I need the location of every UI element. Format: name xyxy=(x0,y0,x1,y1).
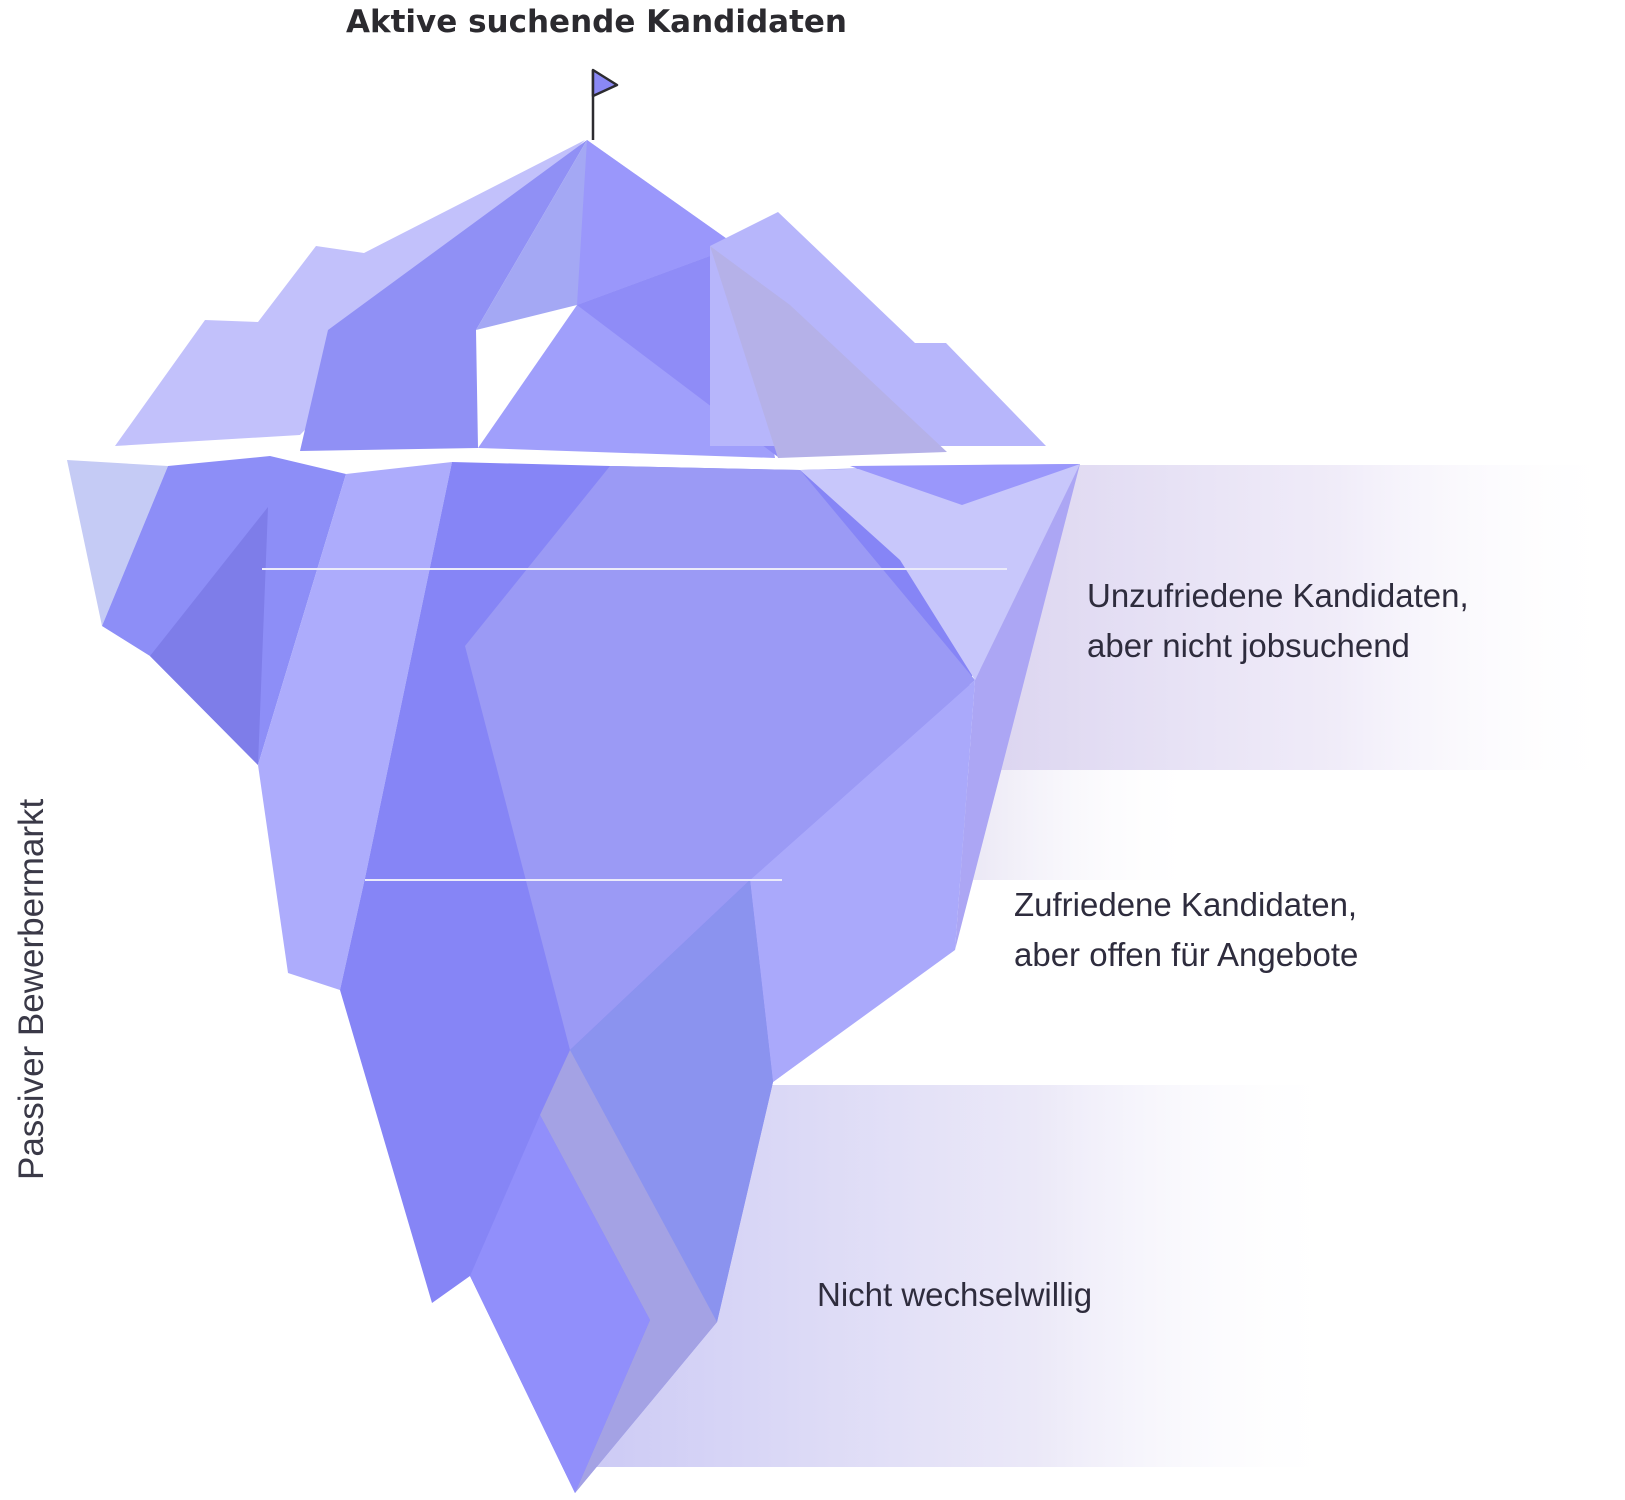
tier-band-1 xyxy=(980,465,1625,770)
tier-band-3 xyxy=(575,1085,1345,1467)
iceberg-tip xyxy=(115,140,1046,458)
tier-label-3: Nicht wechselwillig xyxy=(817,1270,1092,1320)
diagram-title: Aktive suchende Kandidaten xyxy=(346,4,847,40)
tier-label-1-line2: aber nicht jobsuchend xyxy=(1087,627,1410,664)
flag-icon xyxy=(591,68,619,140)
tier-label-1: Unzufriedene Kandidaten, aber nicht jobs… xyxy=(1087,571,1469,671)
side-label: Passiver Bewerbermarkt xyxy=(12,798,51,1180)
tier-label-1-line1: Unzufriedene Kandidaten, xyxy=(1087,577,1469,614)
iceberg-body xyxy=(67,456,1080,1493)
tier-label-2: Zufriedene Kandidaten, aber offen für An… xyxy=(1014,880,1358,980)
tier-label-3-line1: Nicht wechselwillig xyxy=(817,1276,1093,1313)
tier-label-2-line2: aber offen für Angebote xyxy=(1014,936,1359,973)
tier-label-2-line1: Zufriedene Kandidaten, xyxy=(1014,886,1358,923)
tier-band-2 xyxy=(950,770,1200,880)
